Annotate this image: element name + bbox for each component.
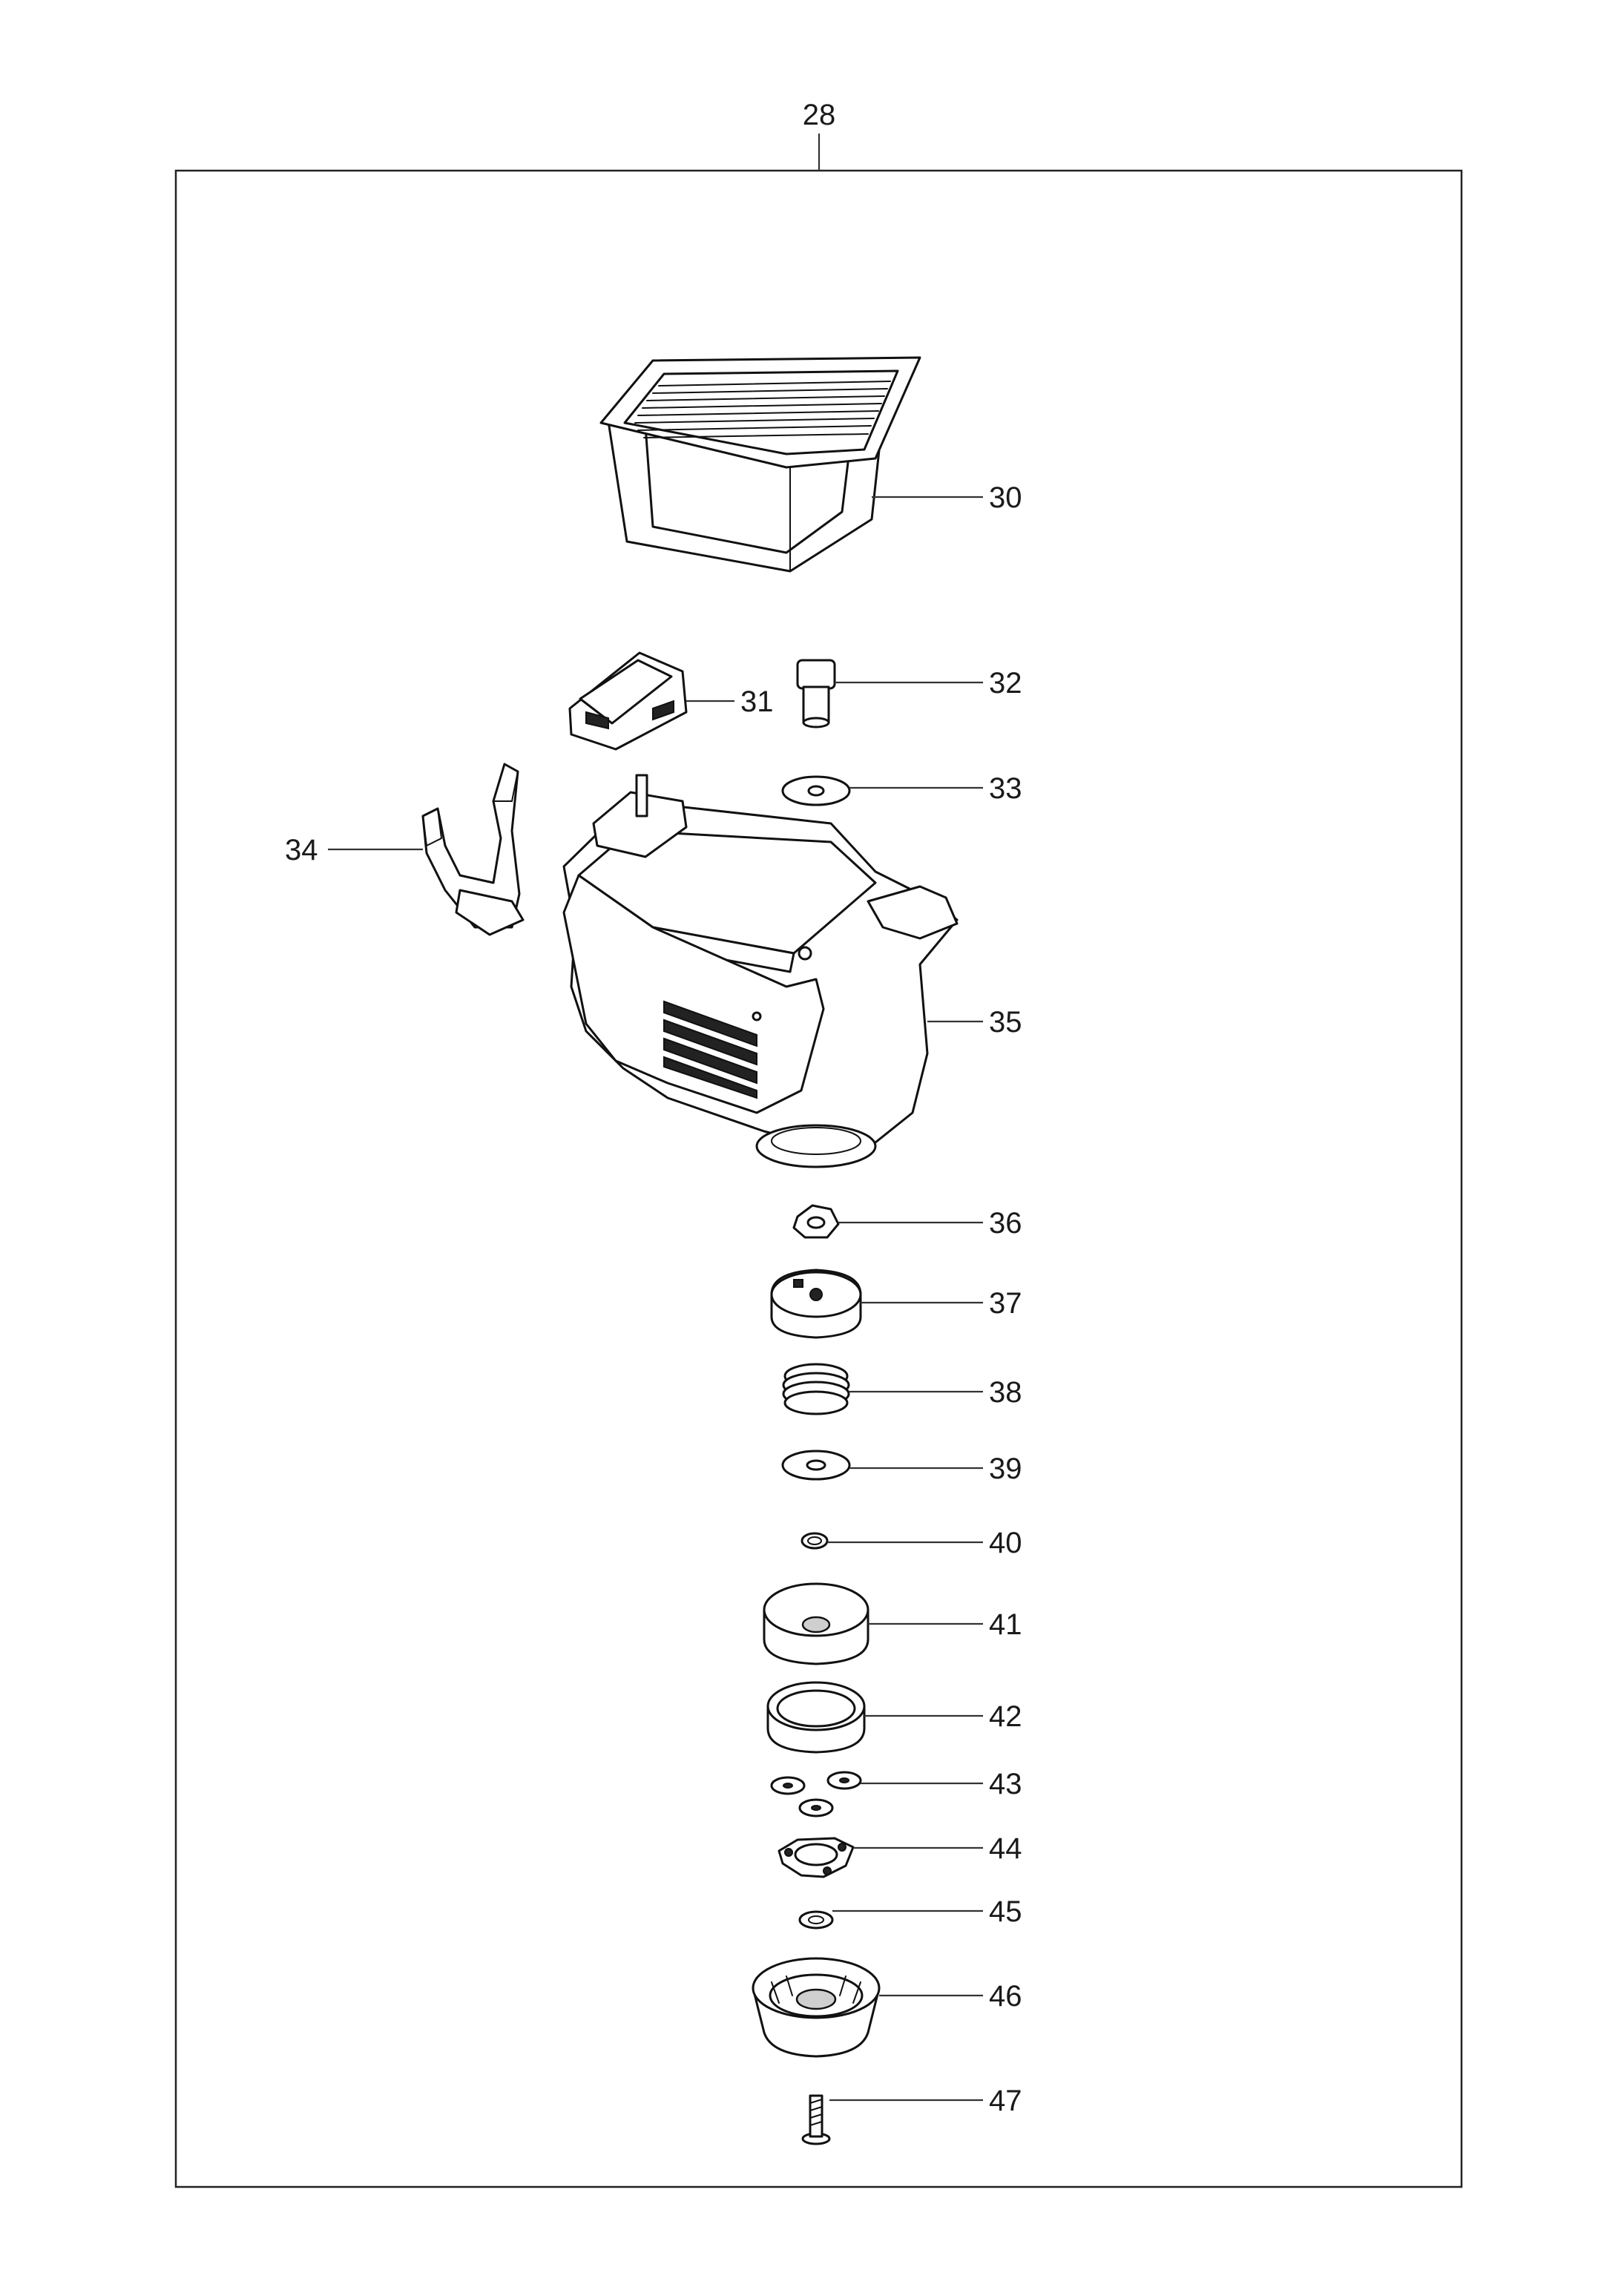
part-35-filter-housing xyxy=(562,774,959,1168)
callout-31: 31 xyxy=(740,685,774,718)
callout-34: 34 xyxy=(285,834,318,866)
callout-41: 41 xyxy=(989,1608,1022,1641)
part-40-snap-ring xyxy=(801,1532,829,1550)
part-32-pin xyxy=(796,659,836,728)
part-43-bearings xyxy=(770,1771,862,1817)
callout-44: 44 xyxy=(989,1832,1022,1865)
callout-45: 45 xyxy=(989,1895,1022,1928)
callout-39: 39 xyxy=(989,1453,1022,1485)
callout-46: 46 xyxy=(989,1980,1022,2013)
part-46-base xyxy=(752,1957,881,2058)
callout-42: 42 xyxy=(989,1700,1022,1733)
part-34-clip xyxy=(421,763,525,936)
part-41-cup xyxy=(763,1582,869,1665)
part-47-screw xyxy=(801,2094,831,2145)
part-33-washer xyxy=(781,775,851,806)
callout-47: 47 xyxy=(989,2085,1022,2117)
part-30-air-filter xyxy=(599,356,921,573)
part-44-plate xyxy=(778,1837,855,1878)
part-45-washer xyxy=(798,1910,834,1930)
part-31-seal xyxy=(568,651,688,751)
callout-30: 30 xyxy=(989,481,1022,514)
callout-43: 43 xyxy=(989,1768,1022,1800)
part-38-spring xyxy=(782,1363,850,1415)
callout-36: 36 xyxy=(989,1207,1022,1240)
callout-35: 35 xyxy=(989,1006,1022,1039)
callout-38: 38 xyxy=(989,1376,1022,1409)
callout-32: 32 xyxy=(989,667,1022,700)
callout-33: 33 xyxy=(989,772,1022,805)
callouts: 30 31 32 33 34 35 36 37 38 39 40 41 42 4… xyxy=(285,481,1022,2117)
part-37-disc xyxy=(770,1269,862,1339)
part-39-washer xyxy=(781,1450,851,1481)
part-42-ring xyxy=(766,1681,866,1754)
callout-37: 37 xyxy=(989,1287,1022,1320)
part-36-nut xyxy=(792,1204,840,1239)
assembly-label: 28 xyxy=(803,99,836,131)
callout-40: 40 xyxy=(989,1527,1022,1559)
